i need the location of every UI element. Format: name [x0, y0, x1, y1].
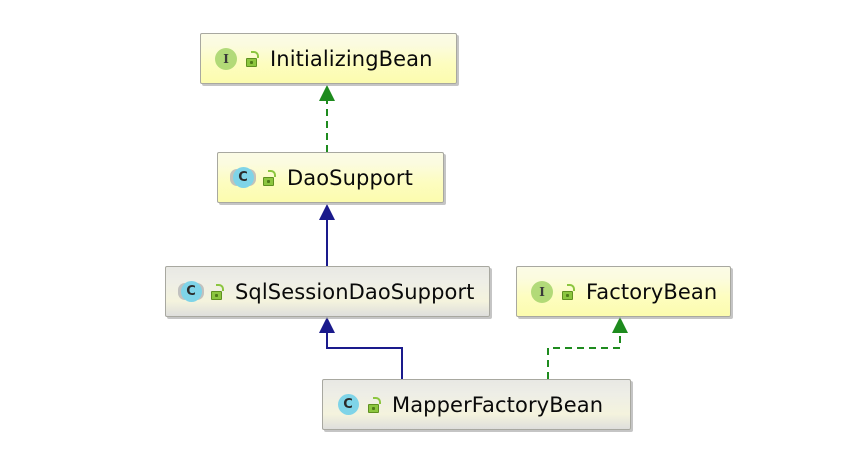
node-label: InitializingBean [270, 46, 433, 71]
abstract-class-icon: C [178, 279, 204, 305]
unlocked-padlock-icon [210, 283, 226, 301]
edge-line [326, 332, 403, 379]
edge-mapper-factory-bean-implements-factory-bean [547, 317, 628, 379]
node-dao-support[interactable]: C DaoSupport [217, 152, 444, 203]
node-label: DaoSupport [287, 165, 413, 190]
unlocked-padlock-icon [561, 283, 577, 301]
interface-icon: I [213, 46, 239, 72]
node-mapper-factory-bean[interactable]: C MapperFactoryBean [322, 379, 631, 430]
node-factory-bean[interactable]: I FactoryBean [516, 266, 731, 317]
edge-mapper-factory-bean-extends-sql-session-dao-support [319, 317, 403, 379]
edge-line [547, 332, 621, 379]
node-label: SqlSessionDaoSupport [235, 279, 475, 304]
node-initializing-bean[interactable]: I InitializingBean [200, 33, 457, 84]
node-label: FactoryBean [586, 279, 718, 304]
unlocked-padlock-icon [245, 50, 261, 68]
class-icon: C [335, 392, 361, 418]
interface-icon: I [529, 279, 555, 305]
node-label: MapperFactoryBean [392, 392, 604, 417]
arrowhead-triangle [319, 204, 335, 220]
unlocked-padlock-icon [367, 396, 383, 414]
edge-sql-session-dao-support-extends-dao-support [319, 204, 335, 266]
abstract-class-icon: C [230, 165, 256, 191]
arrowhead-triangle [319, 85, 335, 101]
arrowhead-triangle [612, 317, 628, 333]
node-sql-session-dao-support[interactable]: C SqlSessionDaoSupport [165, 266, 490, 317]
edge-dao-support-implements-initializing-bean [319, 85, 335, 152]
unlocked-padlock-icon [262, 169, 278, 187]
arrowhead-triangle [319, 317, 335, 333]
